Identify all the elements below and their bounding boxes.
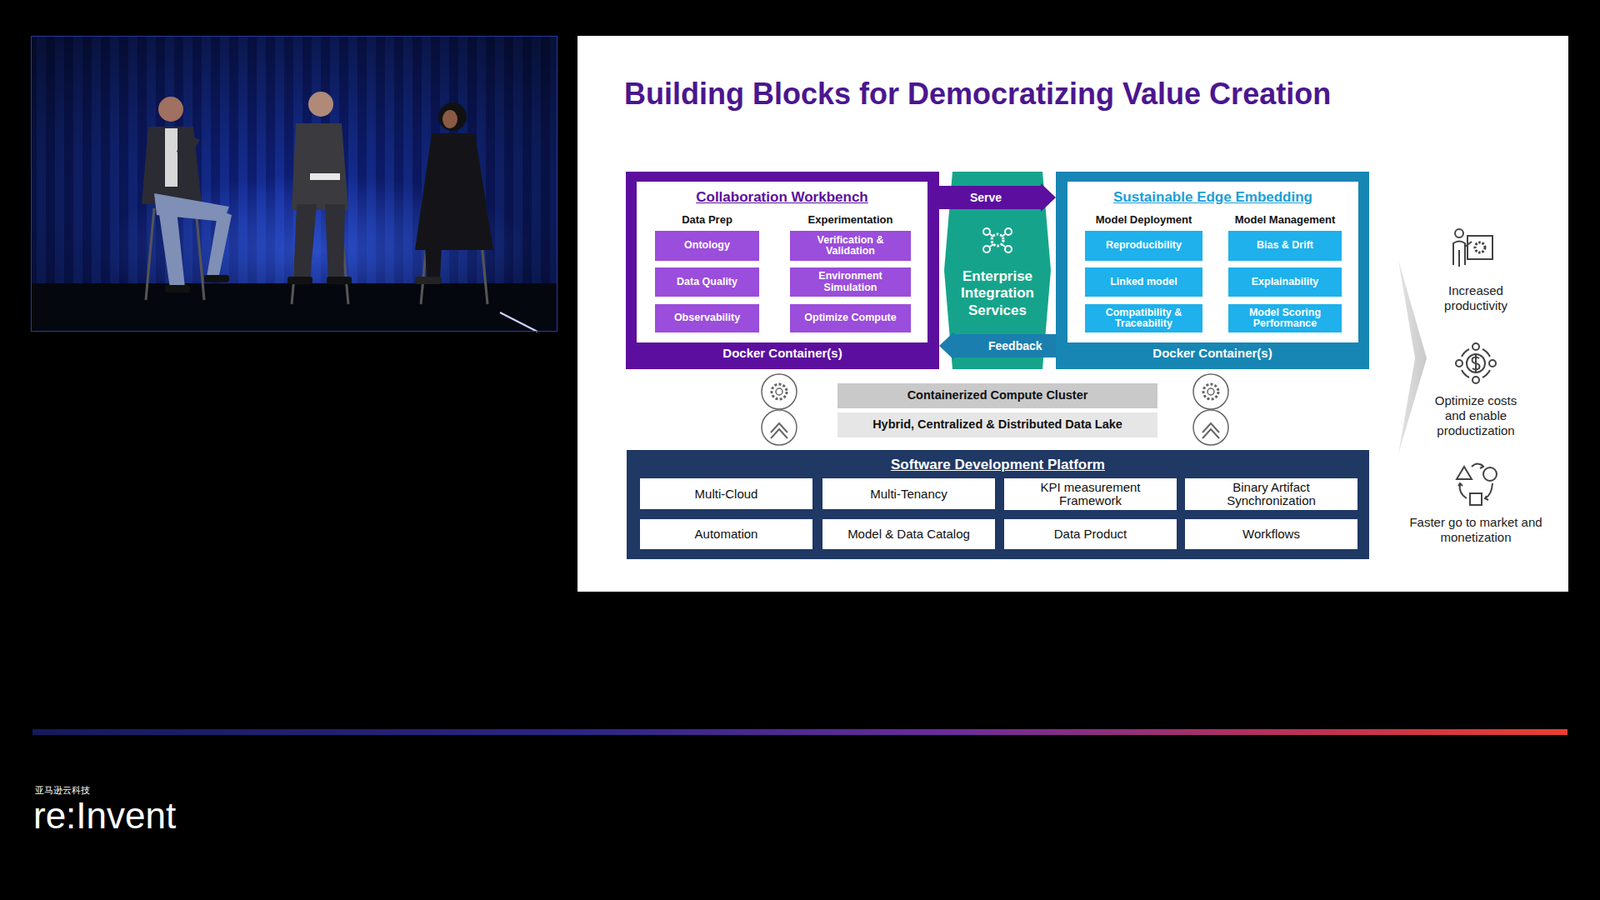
- box-heading: Docker Container(s): [1055, 345, 1370, 361]
- infra-bar: Hybrid, Centralized & Distributed Data L…: [837, 412, 1158, 438]
- step-box: Observability: [655, 304, 760, 333]
- container-panel: Docker Container(s) Collaboration Workben…: [625, 171, 940, 370]
- flow-arrow: [939, 183, 1056, 212]
- box-heading: Docker Container(s): [625, 345, 940, 361]
- platform-cell: Multi-Cloud: [640, 478, 813, 510]
- step-box: Linked model: [1085, 267, 1203, 297]
- step-box: Data Quality: [655, 267, 760, 297]
- icon-part: [1005, 245, 1012, 253]
- box-label: Binary Artifact Synchronization: [1200, 480, 1343, 508]
- box-heading: Collaboration Workbench: [636, 189, 928, 206]
- step-box: Model Scoring Performance: [1228, 304, 1342, 333]
- benefit-label: Faster go to market and monetization: [1409, 515, 1543, 545]
- platform-cell: Automation: [640, 519, 813, 550]
- box-label: Environment Simulation: [793, 270, 908, 293]
- column-heading: Model Deployment: [1085, 213, 1203, 227]
- icon-part: [990, 234, 994, 237]
- connector-icons: [761, 374, 1229, 445]
- flow-arrow: [939, 331, 1056, 360]
- box-label: Multi-Tenancy: [870, 487, 948, 501]
- box-label: Linked model: [1110, 276, 1178, 288]
- column-heading: Data Prep: [655, 213, 760, 227]
- box-label: Verification & Validation: [793, 235, 908, 257]
- benefit-label: Increased productivity: [1425, 283, 1526, 314]
- icon-part: [1001, 244, 1005, 247]
- box-label: Optimize Compute: [804, 312, 896, 324]
- market-icon: [1456, 464, 1497, 506]
- arrow-label: Serve: [968, 190, 1004, 205]
- box-label: Explainability: [1251, 276, 1320, 288]
- column-heading: Experimentation: [790, 213, 911, 227]
- arrow-label: Feedback: [986, 338, 1045, 354]
- box-label: Automation: [695, 527, 759, 541]
- step-box: Compatibility & Traceability: [1085, 304, 1203, 333]
- box-label: KPI measurement Framework: [1020, 480, 1162, 508]
- box-label: Multi-Cloud: [695, 487, 759, 501]
- platform-cell: KPI measurement Framework: [1004, 478, 1177, 510]
- box-label: Workflows: [1242, 527, 1300, 541]
- box-label: Bias & Drift: [1256, 240, 1314, 251]
- platform-panel: Software Development PlatformMulti-Cloud…: [626, 450, 1370, 560]
- platform-cell: Binary Artifact Synchronization: [1185, 478, 1358, 510]
- benefit-label: Optimize costs and enable productization: [1425, 393, 1526, 439]
- box-label: Hybrid, Centralized & Distributed Data L…: [872, 418, 1123, 431]
- platform-cell: Multi-Tenancy: [822, 478, 995, 510]
- box-heading: Software Development Platform: [626, 456, 1370, 474]
- platform-cell: Data Product: [1004, 519, 1177, 550]
- brand-text: 亚马逊云科技: [35, 785, 90, 796]
- step-box: Optimize Compute: [790, 304, 911, 333]
- column-heading: Model Management: [1228, 213, 1342, 227]
- chevron: [1398, 260, 1427, 455]
- brand-logo: re:Invent: [33, 794, 176, 839]
- platform-cell: Workflows: [1185, 519, 1358, 550]
- container-panel: Docker Container(s) Sustainable Edge Embe…: [1055, 171, 1370, 370]
- box-label: Model Scoring Performance: [1231, 307, 1339, 330]
- icon-part: [983, 245, 990, 253]
- cost-icon: [1455, 343, 1496, 384]
- step-box: Bias & Drift: [1228, 230, 1342, 261]
- box-label: Compatibility & Traceability: [1088, 307, 1200, 330]
- step-box: Ontology: [655, 230, 760, 261]
- network-icon: [983, 228, 1012, 253]
- box-label: Model & Data Catalog: [847, 527, 970, 541]
- box-label: Data Product: [1054, 527, 1128, 541]
- gradient-bar: [32, 729, 1568, 735]
- box-label: Containerized Compute Cluster: [907, 389, 1089, 402]
- icon-part: [1005, 228, 1012, 235]
- box-heading: Enterprise Integration Services: [944, 268, 1051, 320]
- box-label: Data Quality: [676, 276, 738, 288]
- hexagon-fill: [944, 171, 1051, 370]
- workbench-box: Collaboration WorkbenchData Prep Experime…: [636, 181, 928, 343]
- slide-background: [577, 35, 1569, 592]
- box-label: Reproducibility: [1105, 240, 1182, 251]
- box-label: Ontology: [684, 240, 730, 251]
- productivity-icon: [1453, 229, 1493, 267]
- icon-part: [1001, 234, 1005, 237]
- video-panel: [30, 35, 558, 332]
- infra-bar: Containerized Compute Cluster: [837, 383, 1158, 409]
- step-box: Explainability: [1228, 267, 1342, 297]
- platform-cell: Model & Data Catalog: [822, 519, 995, 550]
- step-box: Environment Simulation: [790, 267, 911, 297]
- box-label: Observability: [674, 312, 740, 324]
- slide-title: Building Blocks for Democratizing Value …: [624, 76, 1331, 112]
- edge-box: Sustainable Edge EmbeddingModel Deployme…: [1067, 181, 1359, 343]
- step-box: Verification & Validation: [790, 230, 911, 261]
- step-box: Reproducibility: [1085, 230, 1203, 261]
- box-heading: Sustainable Edge Embedding: [1067, 189, 1359, 206]
- icon-part: [990, 244, 994, 247]
- icon-part: [983, 228, 990, 235]
